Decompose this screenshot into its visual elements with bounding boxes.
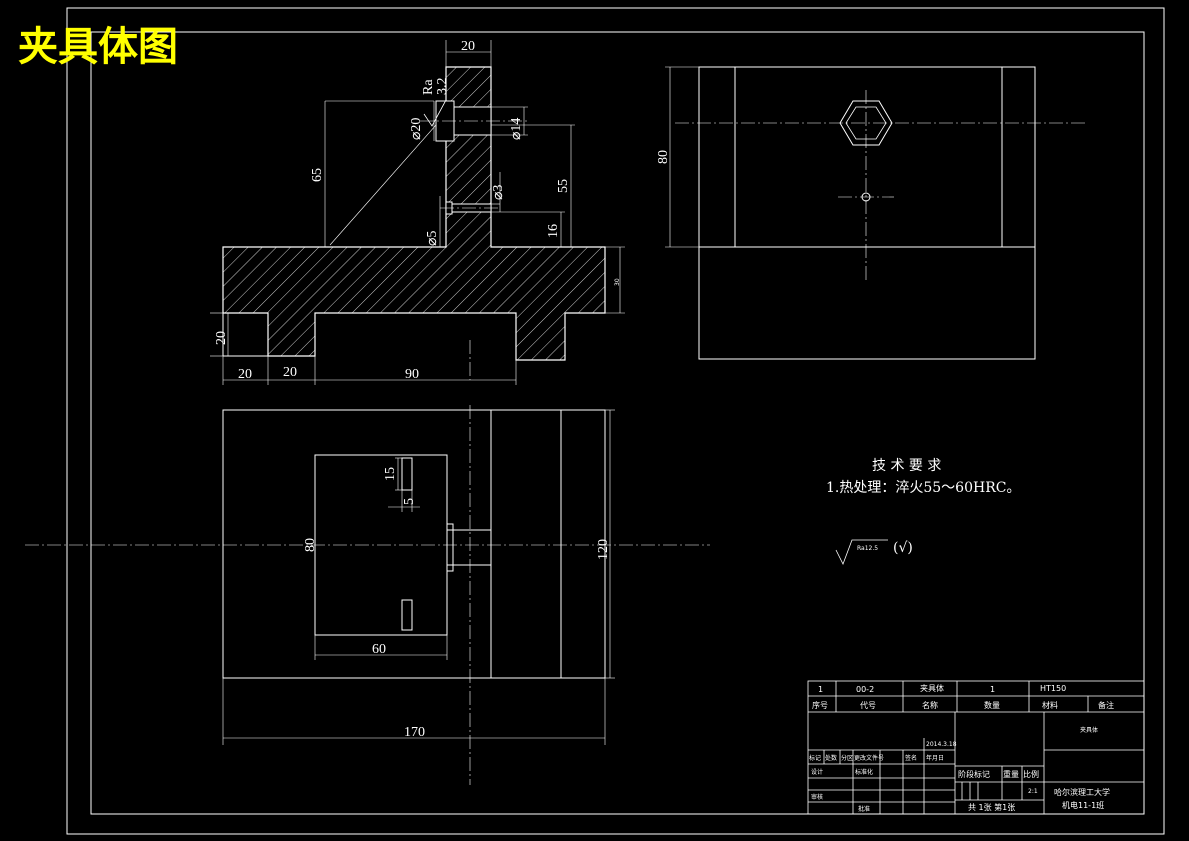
tb-review: 审核	[811, 793, 823, 801]
dim-plan-15: 15	[383, 467, 398, 481]
dim-ra-value: 3.2	[435, 78, 450, 96]
tb-qty: 1	[990, 685, 995, 694]
tb-name: 夹具体	[920, 683, 944, 693]
dim-bottom-20b: 20	[283, 365, 297, 380]
tb-material: HT150	[1040, 684, 1066, 693]
drawing-title: 夹具体图	[18, 24, 178, 70]
tb-weight: 重量	[1003, 769, 1019, 779]
tb-stage-mark: 阶段标记	[958, 769, 990, 779]
dim-top-width: 20	[461, 39, 475, 54]
dim-height-55: 55	[556, 179, 571, 193]
tb-standardize: 标准化	[855, 768, 873, 776]
roughness-symbol-icon	[835, 539, 888, 565]
side-view: 80	[656, 66, 1088, 360]
technical-requirements: 技 术 要 求 1.热处理：淬火55～60HRC。 Ra12.5 (√)	[826, 458, 1020, 565]
tb-part-name: 夹具体	[1080, 726, 1098, 734]
tb-h-qty: 数量	[984, 700, 1000, 710]
tb-sign-5: 年月日	[926, 754, 944, 762]
tb-class: 机电11-1班	[1062, 800, 1104, 810]
dim-height-16: 16	[546, 224, 561, 238]
title-block	[807, 680, 1145, 815]
tb-h-name: 名称	[922, 700, 938, 710]
front-view: 20 Ra 3.2 ⌀20 ⌀14 65 55 ⌀3 ⌀5 16	[210, 39, 625, 385]
tb-sign-1: 处数	[825, 754, 837, 762]
outer-frame	[66, 7, 1165, 835]
dim-plan-5: 5	[402, 498, 417, 505]
roughness-paren: (√)	[893, 540, 913, 556]
tb-sign-4: 签名	[905, 754, 917, 762]
tb-design: 设计	[811, 768, 823, 776]
tb-h-remark: 备注	[1098, 700, 1114, 710]
tb-scale-value: 2:1	[1028, 788, 1038, 795]
tb-scale: 比例	[1023, 769, 1039, 779]
dim-dia-20: ⌀20	[409, 118, 424, 140]
dim-bottom-20a: 20	[238, 367, 252, 382]
title-block-text: 1 00-2 夹具体 1 HT150 序号 代号 名称 数量 材料 备注 夹具体…	[809, 683, 1114, 813]
tb-sheets: 共 1张 第1张	[968, 802, 1015, 812]
dim-plan-60: 60	[372, 642, 386, 657]
dim-bottom-90: 90	[405, 367, 419, 382]
tb-code: 00-2	[856, 685, 874, 694]
dim-foot-20: 20	[214, 331, 229, 345]
tb-date: 2014.3.18	[926, 741, 957, 748]
dim-plan-120: 120	[596, 539, 611, 560]
tb-h-material: 材料	[1042, 700, 1058, 710]
tb-sign-2: 分区	[841, 754, 853, 762]
front-section-hatch	[222, 66, 606, 361]
inner-frame	[90, 31, 1145, 815]
dim-side-80: 80	[656, 150, 671, 164]
roughness-value: Ra12.5	[857, 545, 878, 552]
tb-sign-3: 更改文件号	[854, 754, 884, 762]
tb-sign-0: 标记	[809, 754, 821, 762]
tb-school: 哈尔滨理工大学	[1054, 787, 1110, 797]
dim-plan-170: 170	[404, 725, 425, 740]
dim-ra-label: Ra	[421, 79, 436, 95]
tb-h-seq: 序号	[812, 700, 828, 710]
tech-heading: 技 术 要 求	[872, 458, 941, 474]
plan-view: 15 5 80 60 120 170	[25, 405, 710, 785]
tb-seq: 1	[818, 685, 823, 694]
dim-base-30: 30	[614, 278, 621, 286]
dim-dia-14: ⌀14	[509, 118, 524, 140]
dim-dia-3: ⌀3	[491, 185, 506, 200]
dim-height-65: 65	[310, 168, 325, 182]
tb-approve: 批准	[858, 805, 870, 813]
dim-plan-80: 80	[303, 538, 318, 552]
dim-dia-5: ⌀5	[425, 231, 440, 246]
tb-h-code: 代号	[860, 700, 876, 710]
tech-item-1: 1.热处理：淬火55～60HRC。	[826, 480, 1020, 496]
